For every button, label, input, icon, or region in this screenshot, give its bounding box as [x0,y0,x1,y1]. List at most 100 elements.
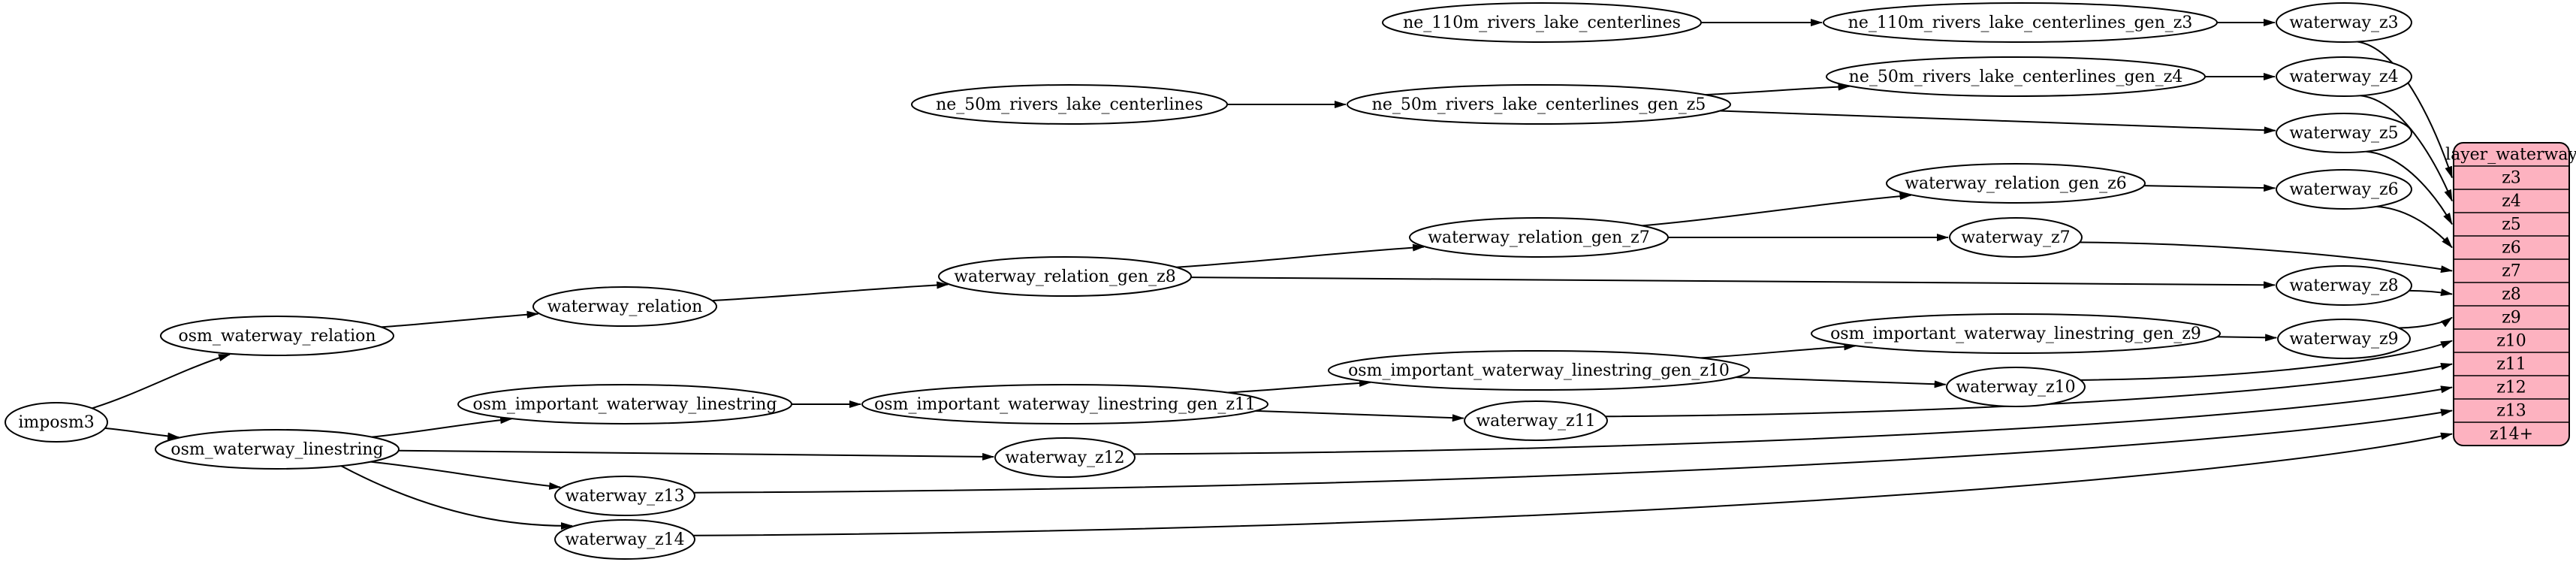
node-label-waterway_z10: waterway_z10 [1956,378,2075,397]
node-ellipse-osm_important_waterway_linestring [457,384,792,425]
table-row-z4: z4 [2502,192,2521,211]
edge-ne_50m_rivers_lake_centerlines_gen_z5-to-waterway_z5 [1719,110,2276,134]
edge-osm_important_waterway_linestring_gen_z10-to-osm_important_waterway_linestring_gen_z9 [1700,343,1857,359]
node-ellipse-waterway_z10 [1946,367,2086,407]
table-row-z12: z12 [2496,379,2526,397]
node-ne_110m_rivers_lake_centerlines_gen_z3: ne_110m_rivers_lake_centerlines_gen_z3 [1823,2,2218,43]
node-label-waterway_relation_gen_z7: waterway_relation_gen_z7 [1428,228,1650,247]
edge-osm_important_waterway_linestring_gen_z11-to-waterway_z11 [1255,409,1464,422]
node-ne_50m_rivers_lake_centerlines_gen_z4: ne_50m_rivers_lake_centerlines_gen_z4 [1826,56,2206,97]
node-label-waterway_z3: waterway_z3 [2289,14,2398,32]
table-row-z6: z6 [2502,239,2521,258]
node-label-waterway_relation: waterway_relation [547,298,703,316]
node-ellipse-waterway_z7 [1949,217,2083,258]
node-label-waterway_z14: waterway_z14 [565,530,684,549]
node-waterway_z13: waterway_z13 [554,476,695,516]
node-ellipse-waterway_z12 [994,437,1136,478]
node-ne_110m_rivers_lake_centerlines: ne_110m_rivers_lake_centerlines [1382,2,1702,43]
node-osm_waterway_relation: osm_waterway_relation [160,316,394,356]
table-title: layer_waterway [2445,146,2576,165]
node-label-waterway_z7: waterway_z7 [1961,228,2070,247]
edge-osm_waterway_linestring-to-osm_important_waterway_linestring [371,416,513,438]
node-ellipse-osm_waterway_linestring [155,429,400,470]
node-osm_waterway_linestring: osm_waterway_linestring [155,429,400,470]
node-ellipse-waterway_z3 [2276,2,2412,43]
node-waterway_z8: waterway_z8 [2276,265,2412,306]
node-ellipse-ne_50m_rivers_lake_centerlines [911,84,1228,125]
edge-waterway_z4-to-table-z4 [2360,95,2453,202]
edge-waterway_relation-to-waterway_relation_gen_z8 [712,281,949,302]
edge-waterway_z6-to-table-z6 [2375,205,2453,249]
node-waterway_relation_gen_z6: waterway_relation_gen_z6 [1886,163,2146,204]
edge-waterway_z14-to-table-z14+ [693,432,2453,536]
node-ellipse-waterway_relation_gen_z7 [1409,217,1669,258]
edge-waterway_z5-to-table-z5 [2366,150,2453,225]
table-row-z11: z11 [2496,355,2526,374]
node-label-waterway_z4: waterway_z4 [2289,68,2398,86]
node-label-osm_important_waterway_linestring_gen_z10: osm_important_waterway_linestring_gen_z1… [1348,361,1730,380]
node-label-osm_waterway_linestring: osm_waterway_linestring [170,440,383,459]
table-row-z9: z9 [2502,309,2521,328]
node-ne_50m_rivers_lake_centerlines_gen_z5: ne_50m_rivers_lake_centerlines_gen_z5 [1347,84,1731,125]
edge-waterway_relation_gen_z6-to-waterway_z6 [2143,184,2276,192]
node-label-osm_important_waterway_linestring_gen_z9: osm_important_waterway_linestring_gen_z9 [1830,325,2201,343]
edge-osm_waterway_relation-to-waterway_relation [381,310,539,328]
node-ellipse-imposm3 [5,402,108,443]
edge-osm_waterway_linestring-to-waterway_z13 [370,461,562,490]
node-osm_important_waterway_linestring_gen_z11: osm_important_waterway_linestring_gen_z1… [861,384,1268,425]
node-waterway_z12: waterway_z12 [994,437,1136,478]
node-label-osm_important_waterway_linestring: osm_important_waterway_linestring [472,395,777,414]
node-ellipse-waterway_z5 [2276,113,2412,153]
node-ellipse-osm_important_waterway_linestring_gen_z10 [1328,350,1750,391]
edge-osm_important_waterway_linestring_gen_z11-to-osm_important_waterway_linestring_gen_z10 [1227,379,1371,394]
node-ellipse-waterway_z6 [2276,169,2412,210]
node-waterway_z9: waterway_z9 [2277,319,2411,359]
edge-waterway_z8-to-table-z8 [2409,289,2453,296]
node-label-ne_110m_rivers_lake_centerlines_gen_z3: ne_110m_rivers_lake_centerlines_gen_z3 [1848,14,2193,32]
node-ellipse-waterway_z11 [1464,400,1608,441]
table-row-z5: z5 [2502,216,2521,234]
edge-waterway_z10-to-table-z10 [2080,340,2453,381]
node-waterway_z11: waterway_z11 [1464,400,1608,441]
node-label-waterway_relation_gen_z6: waterway_relation_gen_z6 [1905,174,2127,193]
node-label-waterway_z13: waterway_z13 [565,487,684,506]
node-waterway_z5: waterway_z5 [2276,113,2412,153]
edge-waterway_z9-to-table-z9 [2399,316,2453,329]
node-waterway_z7: waterway_z7 [1949,217,2083,258]
edge-waterway_relation_gen_z7-to-waterway_relation_gen_z6 [1642,192,1912,227]
node-ellipse-ne_50m_rivers_lake_centerlines_gen_z5 [1347,84,1731,125]
node-label-osm_waterway_relation: osm_waterway_relation [178,327,376,346]
node-ellipse-waterway_relation_gen_z8 [938,256,1192,297]
node-ellipse-waterway_z4 [2276,56,2412,97]
node-waterway_relation: waterway_relation [532,286,717,327]
node-label-waterway_z6: waterway_z6 [2289,180,2398,199]
node-waterway_z4: waterway_z4 [2276,56,2412,97]
edge-imposm3-to-osm_waterway_relation [92,353,231,409]
node-label-ne_50m_rivers_lake_centerlines_gen_z5: ne_50m_rivers_lake_centerlines_gen_z5 [1372,95,1706,114]
node-label-waterway_z11: waterway_z11 [1476,412,1595,431]
node-ellipse-waterway_z8 [2276,265,2412,306]
table-row-z13: z13 [2496,402,2526,421]
node-waterway_z3: waterway_z3 [2276,2,2412,43]
node-label-ne_50m_rivers_lake_centerlines_gen_z4: ne_50m_rivers_lake_centerlines_gen_z4 [1849,68,2183,86]
table-row-z10: z10 [2496,332,2526,351]
node-label-waterway_z5: waterway_z5 [2289,124,2398,143]
node-waterway_z6: waterway_z6 [2276,169,2412,210]
node-label-waterway_z9: waterway_z9 [2289,330,2398,349]
edge-waterway_relation_gen_z8-to-waterway_z8 [1190,276,2276,289]
node-ellipse-waterway_z14 [554,519,695,560]
edge-waterway_z3-to-table-z3 [2357,41,2453,179]
layer-waterway-table [2453,142,2570,446]
edge-waterway_relation_gen_z8-to-waterway_relation_gen_z7 [1176,243,1425,268]
edge-osm_important_waterway_linestring_gen_z10-to-waterway_z10 [1736,376,1947,388]
node-osm_important_waterway_linestring: osm_important_waterway_linestring [457,384,792,425]
table-row-z8: z8 [2502,286,2521,304]
table-row-z14+: z14+ [2490,425,2533,444]
node-ellipse-ne_110m_rivers_lake_centerlines_gen_z3 [1823,2,2218,43]
node-osm_important_waterway_linestring_gen_z10: osm_important_waterway_linestring_gen_z1… [1328,350,1750,391]
edge-osm_waterway_linestring-to-waterway_z14 [340,465,573,530]
edge-waterway_z7-to-table-z7 [2080,241,2453,273]
edge-waterway_z11-to-table-z11 [1605,363,2453,418]
